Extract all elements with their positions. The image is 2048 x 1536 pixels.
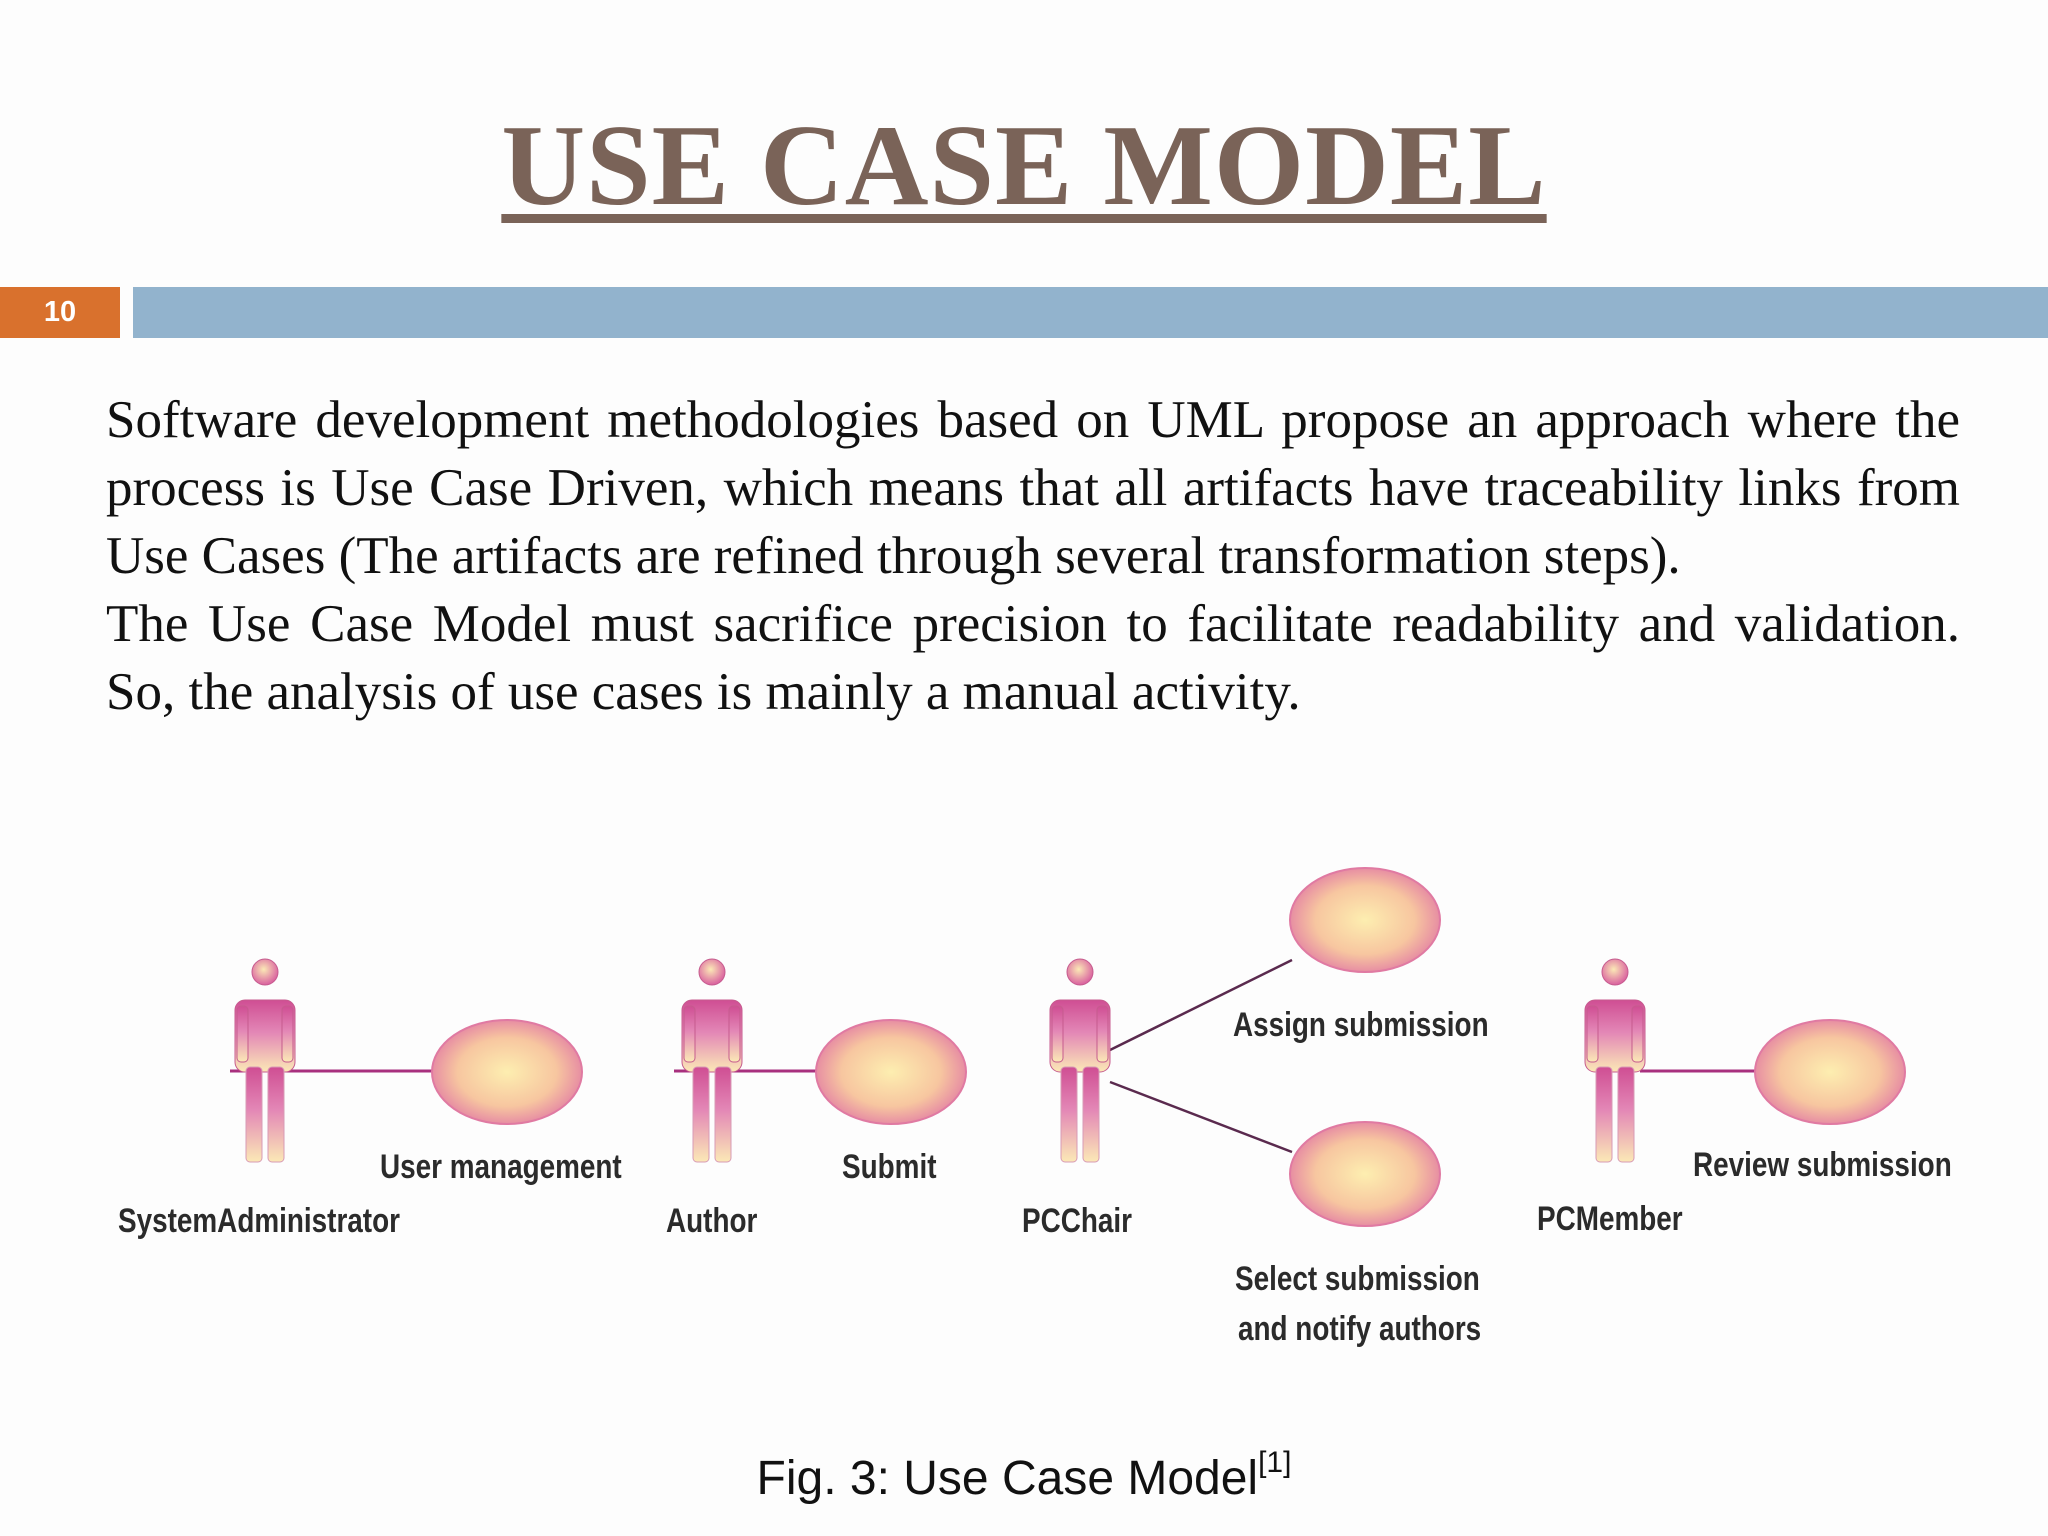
use-case-label-submit: Submit bbox=[842, 1148, 937, 1186]
actor-label-pcchair: PCChair bbox=[1022, 1202, 1132, 1240]
actor-label-author: Author bbox=[666, 1202, 758, 1240]
use-case-label-select-submission: Select submission bbox=[1235, 1260, 1480, 1298]
actor-label-pcmember: PCMember bbox=[1537, 1200, 1683, 1238]
use-case-assign-submission bbox=[1289, 867, 1441, 973]
use-case-review-submission bbox=[1754, 1019, 1906, 1125]
body-text: Software development methodologies based… bbox=[106, 386, 1960, 726]
association-line bbox=[1109, 1080, 1293, 1154]
paragraph: The Use Case Model must sacrifice precis… bbox=[106, 595, 1960, 721]
use-case-label-review-submission: Review submission bbox=[1693, 1146, 1952, 1184]
caption-reference: [1] bbox=[1258, 1446, 1292, 1479]
use-case-label-user-management: User management bbox=[380, 1148, 622, 1186]
use-case-diagram: SystemAdministrator Author PCChair PCMem… bbox=[100, 860, 1980, 1380]
use-case-label-select-submission-line2: and notify authors bbox=[1238, 1310, 1482, 1348]
actor-pcchair bbox=[1049, 958, 1111, 1163]
caption-text: Fig. 3: Use Case Model bbox=[756, 1452, 1259, 1505]
actor-system-administrator bbox=[234, 958, 296, 1163]
use-case-user-management bbox=[431, 1019, 583, 1125]
use-case-submit bbox=[815, 1019, 967, 1125]
slide-number: 10 bbox=[0, 287, 120, 338]
figure-caption: Fig. 3: Use Case Model[1] bbox=[0, 1446, 2048, 1506]
slide-title-wrap: USE CASE MODEL bbox=[0, 100, 2048, 233]
paragraph: Software development methodologies based… bbox=[106, 391, 1960, 585]
slide-title: USE CASE MODEL bbox=[501, 102, 1547, 230]
actor-author bbox=[681, 958, 743, 1163]
use-case-label-assign-submission: Assign submission bbox=[1233, 1006, 1489, 1044]
actor-label-system-administrator: SystemAdministrator bbox=[118, 1202, 400, 1240]
diagram-graphics bbox=[230, 867, 1906, 1227]
association-line bbox=[1109, 958, 1293, 1052]
header-bar bbox=[133, 287, 2048, 338]
use-case-select-submission bbox=[1289, 1121, 1441, 1227]
actor-pcmember bbox=[1584, 958, 1646, 1163]
